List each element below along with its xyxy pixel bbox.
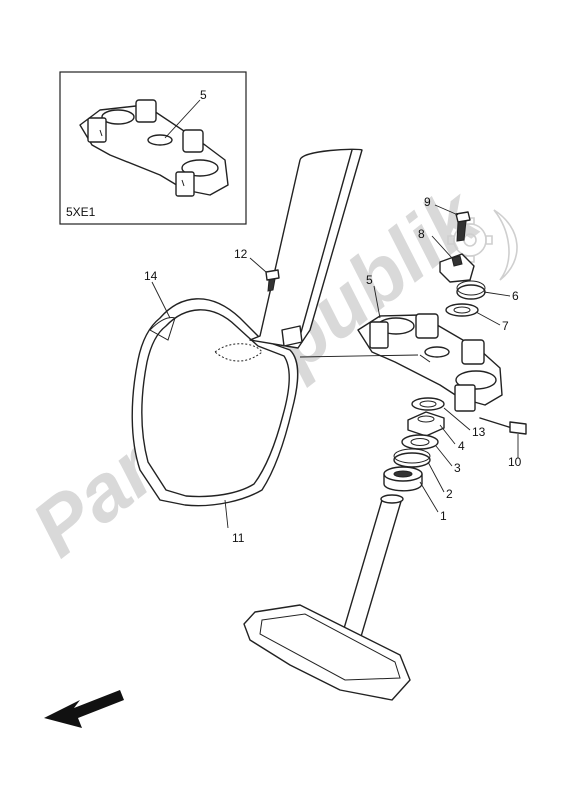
bolt-12 (265, 269, 280, 292)
nut-4 (407, 411, 445, 437)
callout-7: 7 (502, 319, 509, 333)
collar-6 (456, 280, 486, 300)
inset-upper-bracket (79, 99, 229, 197)
front-direction-arrow-icon (44, 690, 124, 728)
washer-7 (445, 303, 479, 317)
bolt-10 (479, 417, 527, 435)
number-plate (131, 148, 363, 507)
washer-3 (401, 434, 439, 450)
leader-lines (151, 204, 519, 529)
washer-13 (411, 397, 445, 411)
callout-5: 5 (366, 273, 373, 287)
callout-4: 4 (458, 439, 465, 453)
callout-10: 10 (508, 455, 522, 469)
callout-14: 14 (144, 269, 158, 283)
callout-2: 2 (446, 487, 453, 501)
inset-panel: 5 5XE1 (59, 71, 247, 225)
callout-12: 12 (234, 247, 248, 261)
callout-9: 9 (424, 195, 431, 209)
callout-11: 11 (232, 531, 245, 545)
handlebar-cap-8 (439, 253, 475, 283)
inset-label: 5XE1 (66, 205, 96, 219)
bearing-1 (383, 466, 423, 492)
callout-labels: 14 12 11 5 9 8 6 7 13 4 3 2 1 10 (144, 195, 522, 545)
callout-13: 13 (472, 425, 486, 439)
upper-bracket (357, 313, 503, 412)
steering-stem (243, 494, 411, 701)
seal-2 (393, 448, 431, 468)
callout-1: 1 (440, 509, 447, 523)
callout-6: 6 (512, 289, 519, 303)
callout-8: 8 (418, 227, 425, 241)
inset-callout-5: 5 (200, 88, 207, 102)
bolt-9 (455, 211, 471, 242)
callout-3: 3 (454, 461, 461, 475)
